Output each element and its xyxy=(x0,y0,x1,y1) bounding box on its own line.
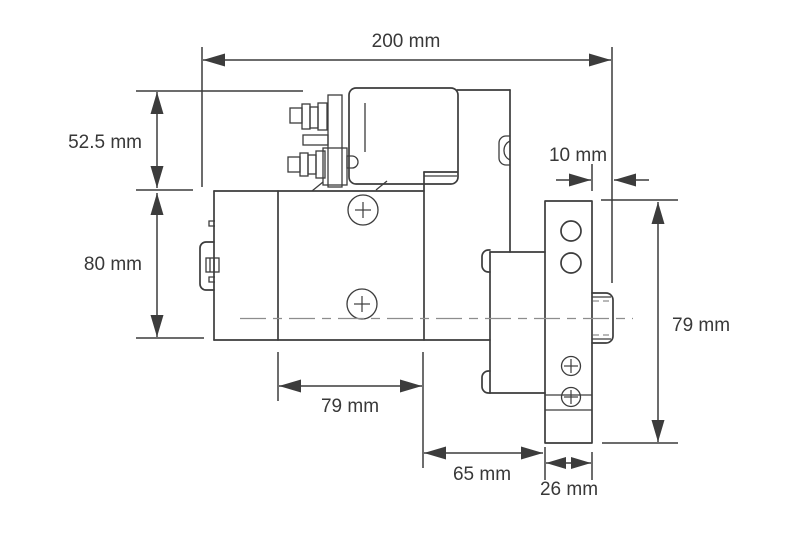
dim-label-flange-height: 79 mm xyxy=(672,315,730,336)
bracket-tab xyxy=(498,135,511,166)
dim-solenoid-height: 52.5 mm xyxy=(68,90,303,191)
dim-body-section-length: 79 mm xyxy=(277,352,424,468)
motor-body-outline xyxy=(199,190,491,341)
housing-lug-lower xyxy=(481,370,491,394)
drive-housing-outline xyxy=(481,249,546,394)
dim-shaft-protrusion: 10 mm xyxy=(549,145,649,191)
dim-label-shaft-protrusion: 10 mm xyxy=(549,145,607,166)
dim-label-flange-thickness: 26 mm xyxy=(540,479,598,500)
flange-hole-lower xyxy=(560,252,582,274)
body-notch-upper xyxy=(208,220,215,227)
rear-bracket-outline xyxy=(423,89,511,341)
dim-label-drive-section-length: 65 mm xyxy=(453,464,511,485)
dim-label-solenoid-height: 52.5 mm xyxy=(68,132,142,153)
dim-label-body-height: 80 mm xyxy=(84,254,142,275)
body-notch-lower xyxy=(208,276,215,283)
dim-drive-section-length: 65 mm xyxy=(424,446,543,485)
lower-terminal-plate xyxy=(322,147,348,186)
through-bolt-lower xyxy=(346,288,378,320)
dim-label-overall-length: 200 mm xyxy=(372,31,441,52)
flange-hole-upper xyxy=(560,220,582,242)
shaft-boss-outline xyxy=(591,292,614,344)
dim-flange-thickness: 26 mm xyxy=(540,447,598,500)
terminal-peg xyxy=(346,155,359,169)
terminal-l-bracket xyxy=(302,134,329,146)
flange-bolt-lower xyxy=(560,386,582,408)
flange-bolt-upper xyxy=(560,355,582,377)
lug-bolt xyxy=(205,257,220,273)
mounting-flange-outline xyxy=(544,200,593,444)
solenoid-outline xyxy=(348,87,459,185)
left-mounting-lug xyxy=(199,241,215,291)
through-bolt-upper xyxy=(347,194,379,226)
part-outline xyxy=(199,87,633,444)
dim-flange-height: 79 mm xyxy=(601,199,730,444)
terminal-bracket-plate xyxy=(327,94,343,188)
dim-label-body-section-length: 79 mm xyxy=(321,396,379,417)
terminal-studs xyxy=(287,94,388,192)
lower-terminal-stud xyxy=(287,150,326,179)
dim-overall-length: 200 mm xyxy=(201,31,613,283)
upper-terminal-stud xyxy=(289,102,328,131)
dim-body-height: 80 mm xyxy=(84,193,204,339)
housing-lug-upper xyxy=(481,249,491,273)
